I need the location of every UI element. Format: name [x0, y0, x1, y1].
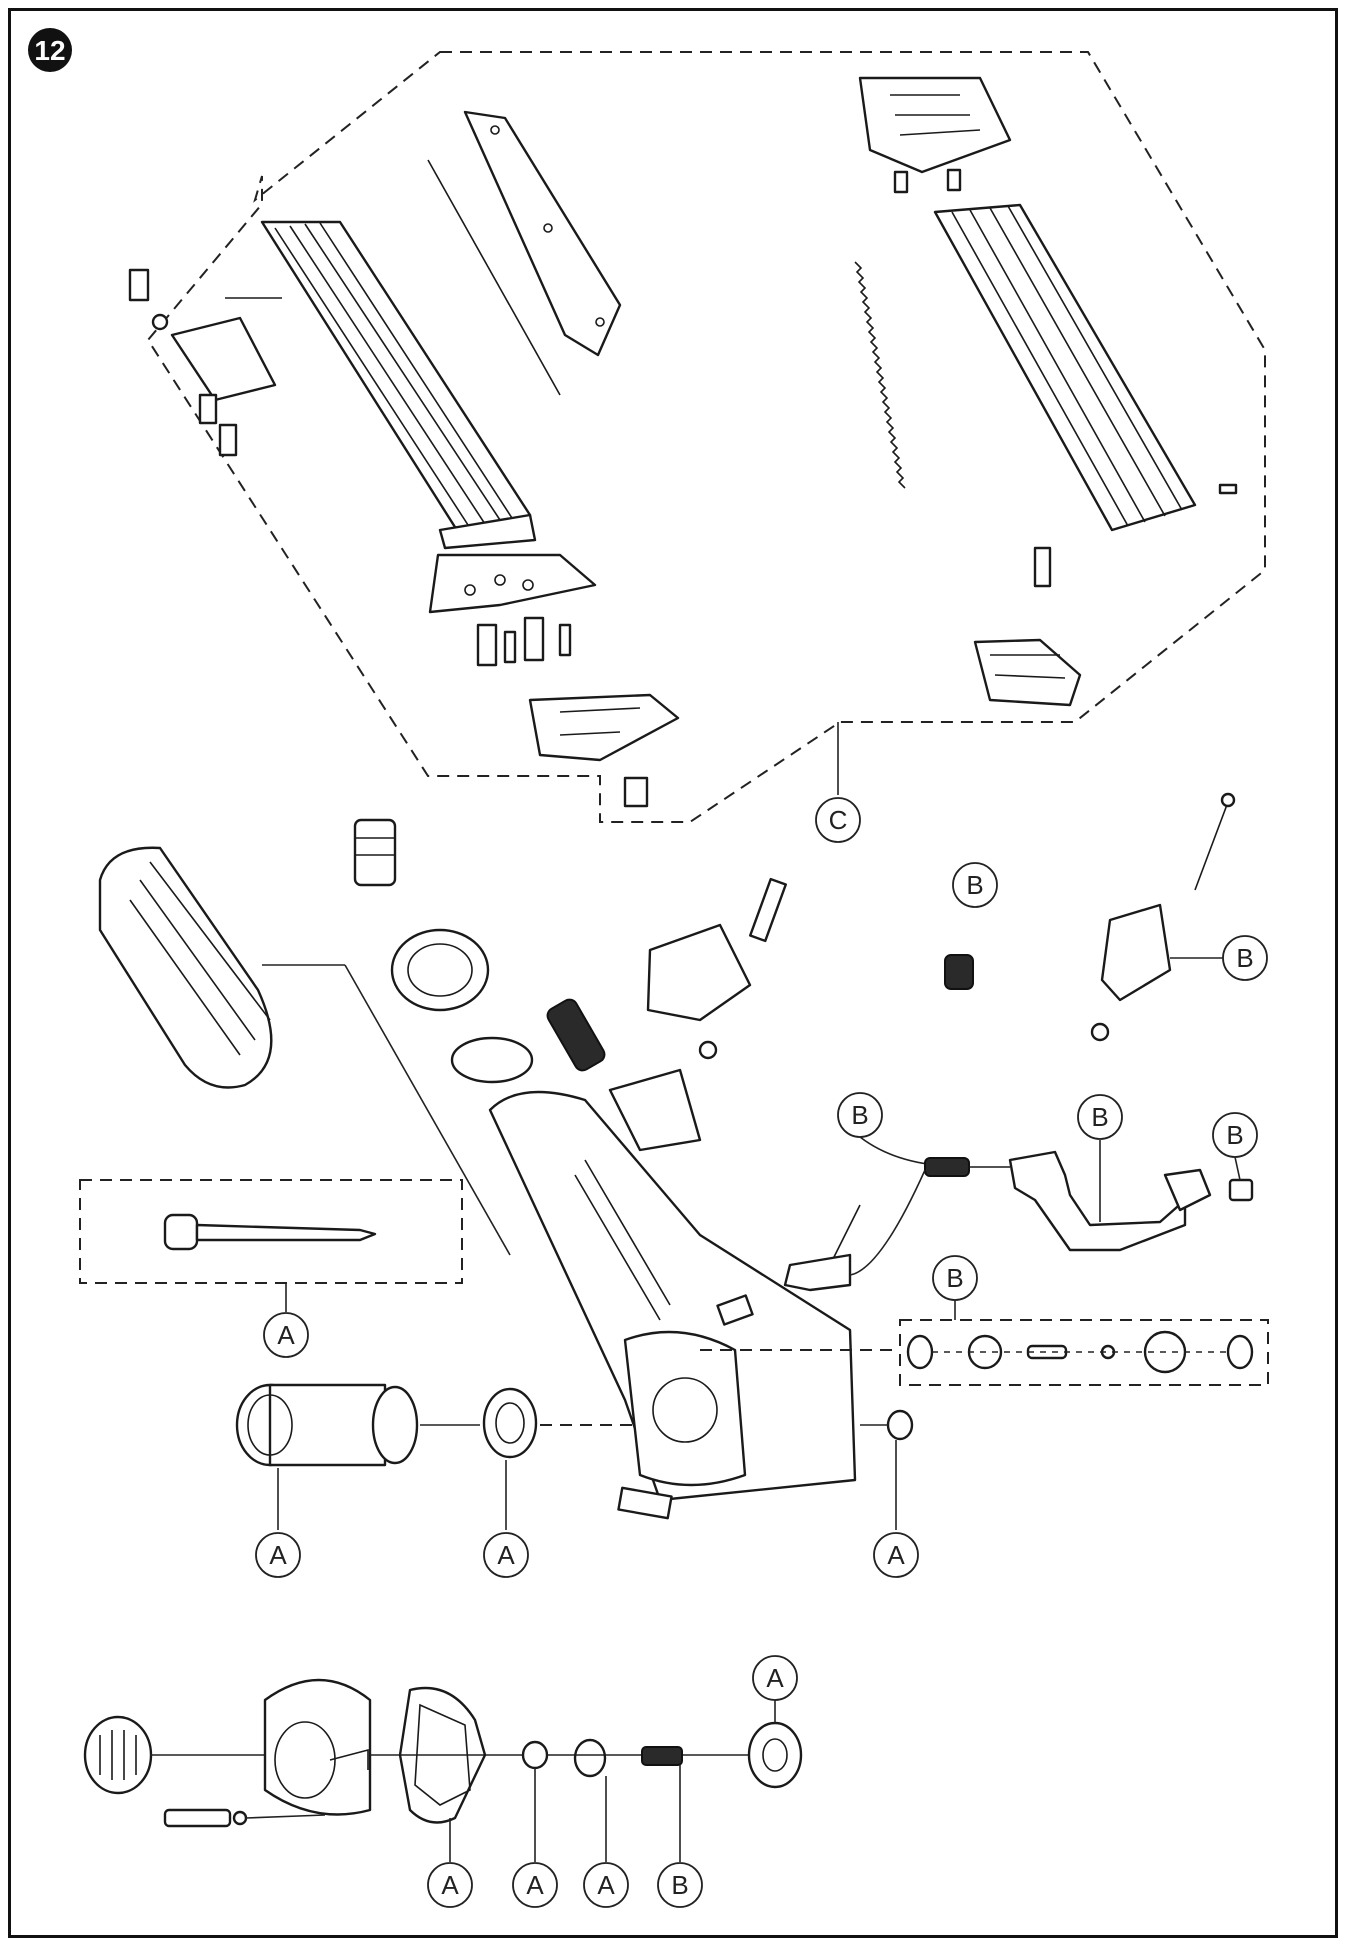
cylinder-sleeve [235, 1383, 419, 1467]
pusher-block [858, 76, 1012, 194]
contact-arm [1008, 1140, 1187, 1252]
nose-guide [528, 693, 680, 808]
callout-a8: A [752, 1655, 798, 1723]
cap-o-ring [573, 1738, 607, 1778]
magazine-channel-right [933, 203, 1197, 532]
callout-b7: B [657, 1765, 703, 1908]
magazine-group-outline [146, 51, 1266, 823]
feed-spring [854, 261, 906, 489]
pusher-pin [1033, 546, 1052, 588]
bracket-left [128, 268, 282, 457]
callout-a4-label: A [887, 1540, 905, 1570]
callout-a5-label: A [441, 1870, 459, 1900]
callout-b1: B [952, 862, 998, 908]
callout-b4: B [1077, 1094, 1123, 1140]
magazine-end-cap [973, 638, 1082, 707]
callout-a4: A [873, 1440, 919, 1578]
trigger-spring-b [924, 1157, 1010, 1177]
cap-spring [641, 1746, 683, 1766]
callout-a1-label: A [277, 1320, 295, 1350]
callout-b2-label: B [1236, 943, 1253, 973]
safety-latch [1090, 792, 1236, 1042]
exhaust-deflector [83, 1715, 153, 1795]
callout-b5-label: B [1226, 1120, 1243, 1150]
magazine-channel-left [260, 220, 537, 550]
callout-b1-label: B [966, 870, 983, 900]
grip-cover [98, 846, 273, 1089]
guide-wire [427, 159, 561, 396]
air-inlet-fitting [353, 818, 490, 1012]
callout-a1: A [263, 1283, 309, 1358]
callout-b6-label: B [946, 1263, 963, 1293]
cap-gasket [398, 1686, 487, 1824]
trigger-valve-link [783, 1169, 926, 1292]
spring-b [944, 954, 974, 990]
callout-c1: C [815, 722, 861, 843]
small-pin [1218, 483, 1238, 495]
trigger-spring [546, 998, 606, 1072]
callout-a3-label: A [497, 1540, 515, 1570]
callout-a7: A [583, 1776, 629, 1908]
step-number: 12 [34, 35, 65, 66]
step-badge: 12 [28, 28, 72, 72]
callout-b7-label: B [671, 1870, 688, 1900]
tool-body [488, 1068, 857, 1520]
magazine-assembly-group [128, 51, 1266, 823]
callout-a8-label: A [766, 1663, 784, 1693]
top-cap [163, 1678, 372, 1828]
valve-assembly-group [700, 1319, 1269, 1386]
driver-assembly-group [79, 1179, 463, 1284]
grip-leader-diagonal [344, 964, 511, 1256]
piston-ring [482, 1387, 538, 1459]
callout-a2-label: A [269, 1540, 287, 1570]
callout-b6: B [932, 1255, 978, 1320]
guide-rail [463, 110, 622, 357]
callout-b5: B [1212, 1112, 1258, 1181]
callout-a5: A [427, 1818, 473, 1908]
callout-a7-label: A [597, 1870, 615, 1900]
o-ring [450, 1036, 534, 1084]
driver-blade [163, 1213, 377, 1251]
trigger-lever [646, 877, 787, 1060]
callout-c1-label: C [829, 805, 848, 835]
callout-b4-label: B [1091, 1102, 1108, 1132]
callout-b3-label: B [851, 1100, 868, 1130]
callout-a2: A [255, 1468, 301, 1578]
callout-a6: A [512, 1768, 558, 1908]
callout-a6-label: A [526, 1870, 544, 1900]
nose-plate [428, 553, 597, 667]
cap-seal [747, 1721, 803, 1789]
washer-right [886, 1409, 914, 1441]
callout-b3: B [837, 1092, 936, 1166]
adjuster-wheel [1163, 1168, 1254, 1212]
callout-b2: B [1222, 935, 1268, 981]
callout-a3: A [483, 1460, 529, 1578]
piston-stop [521, 1740, 549, 1770]
diagram-frame [8, 8, 1338, 1938]
